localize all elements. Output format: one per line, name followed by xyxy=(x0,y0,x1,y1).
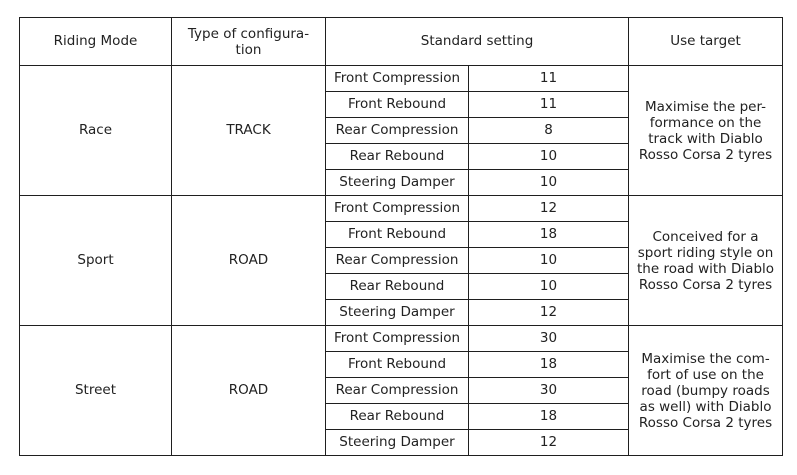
setting-value: 30 xyxy=(467,325,630,352)
setting-label: Rear Compression xyxy=(325,377,469,404)
table-row: Race TRACK Front Compression 11 Maximise… xyxy=(19,65,784,196)
setting-value: 8 xyxy=(467,117,630,144)
table-row: Rear Compression 30 xyxy=(20,377,783,404)
riding-mode-cell: Race xyxy=(19,65,172,196)
setting-label: Rear Rebound xyxy=(325,143,469,170)
setting-label: Rear Rebound xyxy=(325,273,469,300)
table-row: Street ROAD Front Compression 30 Maximis… xyxy=(19,325,784,456)
table-row: Rear Compression 8 xyxy=(20,117,783,144)
setting-value: 10 xyxy=(467,273,630,300)
setting-value: 18 xyxy=(467,351,630,378)
use-target-line: Maximise the com- xyxy=(641,350,770,367)
riding-mode-settings-table: Riding Mode Type of configura- tion Stan… xyxy=(19,17,784,456)
setting-label: Front Compression xyxy=(325,65,469,92)
use-target-line: track with Diablo xyxy=(648,130,763,147)
setting-label: Front Compression xyxy=(325,195,469,222)
use-target-cell: Conceived for a sport riding style on th… xyxy=(628,195,784,326)
header-configuration-line-1: Type of configura- xyxy=(187,25,310,42)
setting-value: 11 xyxy=(467,65,630,92)
use-target-line: sport riding style on xyxy=(637,244,774,261)
header-use-target: Use target xyxy=(628,17,784,66)
setting-value: 10 xyxy=(467,143,630,170)
setting-value: 10 xyxy=(467,169,630,196)
table-row: Rear Rebound 10 xyxy=(20,143,783,170)
setting-label: Front Rebound xyxy=(325,351,469,378)
setting-label: Front Compression xyxy=(325,325,469,352)
table-row: Sport ROAD Front Compression 12 Conceive… xyxy=(19,195,784,326)
header-configuration-line-2: tion xyxy=(235,41,262,58)
setting-value: 10 xyxy=(467,247,630,274)
use-target-line: Rosso Corsa 2 tyres xyxy=(638,146,773,163)
setting-value: 30 xyxy=(467,377,630,404)
use-target-cell: Maximise the com- fort of use on the roa… xyxy=(628,325,784,456)
setting-label: Steering Damper xyxy=(325,299,469,326)
setting-value: 12 xyxy=(467,195,630,222)
setting-label: Front Rebound xyxy=(325,221,469,248)
table-row: Steering Damper 12 xyxy=(20,429,783,456)
setting-value: 18 xyxy=(467,403,630,430)
use-target-line: Rosso Corsa 2 tyres xyxy=(638,414,773,431)
table-row: Front Rebound 18 xyxy=(20,351,783,378)
riding-mode-cell: Street xyxy=(19,325,172,456)
use-target-line: Conceived for a xyxy=(652,228,759,245)
configuration-cell: ROAD xyxy=(171,325,326,456)
use-target-line: as well) with Diablo xyxy=(639,398,772,415)
setting-label: Front Rebound xyxy=(325,91,469,118)
use-target-line: Rosso Corsa 2 tyres xyxy=(638,276,773,293)
setting-label: Rear Compression xyxy=(325,247,469,274)
use-target-line: road (bumpy roads xyxy=(641,382,770,399)
table-row: Front Rebound 18 xyxy=(20,221,783,248)
setting-value: 18 xyxy=(467,221,630,248)
use-target-line: fort of use on the xyxy=(647,366,764,383)
configuration-cell: TRACK xyxy=(171,65,326,196)
table-row: Rear Compression 10 xyxy=(20,247,783,274)
header-row: Riding Mode Type of configura- tion Stan… xyxy=(19,17,784,66)
use-target-line: Maximise the per- xyxy=(644,98,767,115)
setting-label: Steering Damper xyxy=(325,169,469,196)
setting-value: 12 xyxy=(467,299,630,326)
table-row: Steering Damper 10 xyxy=(20,169,783,196)
table-row: Front Rebound 11 xyxy=(20,91,783,118)
header-riding-mode: Riding Mode xyxy=(19,17,172,66)
use-target-cell: Maximise the per- formance on the track … xyxy=(628,65,784,196)
table-row: Rear Rebound 10 xyxy=(20,273,783,300)
header-standard-setting: Standard setting xyxy=(324,17,630,66)
header-configuration: Type of configura- tion xyxy=(171,17,326,66)
setting-label: Steering Damper xyxy=(325,429,469,456)
setting-label: Rear Rebound xyxy=(325,403,469,430)
setting-value: 11 xyxy=(467,91,630,118)
configuration-cell: ROAD xyxy=(171,195,326,326)
use-target-line: the road with Diablo xyxy=(637,260,775,277)
riding-mode-cell: Sport xyxy=(19,195,172,326)
setting-label: Rear Compression xyxy=(325,117,469,144)
setting-value: 12 xyxy=(467,429,630,456)
use-target-line: formance on the xyxy=(649,114,762,131)
